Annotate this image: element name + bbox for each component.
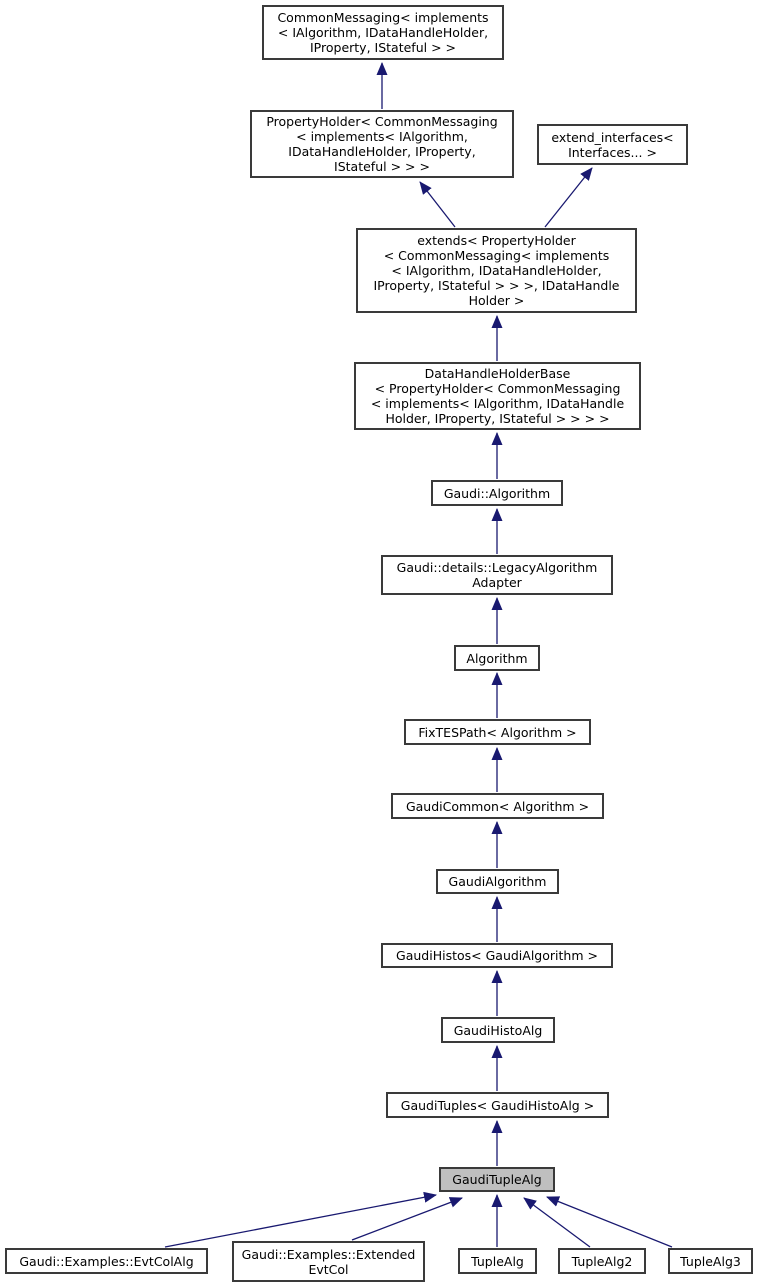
- edge-evt-col-alg-to-gaudi-tuple-alg: [164, 1191, 437, 1248]
- node-extend-interfaces[interactable]: extend_interfaces< Interfaces... >: [537, 124, 688, 165]
- node-evt-col-alg[interactable]: Gaudi::Examples::EvtColAlg: [5, 1248, 208, 1274]
- edge-tuple-alg3-to-gaudi-tuple-alg: [546, 1196, 673, 1248]
- node-gaudi-algorithm[interactable]: GaudiAlgorithm: [436, 869, 559, 894]
- edge-extended-evt-col-to-gaudi-tuple-alg: [351, 1197, 463, 1241]
- node-gaudi-histo-alg[interactable]: GaudiHistoAlg: [441, 1017, 555, 1043]
- edge-extends-to-property-holder: [419, 181, 456, 228]
- edge-tuple-alg2-to-gaudi-tuple-alg: [523, 1197, 591, 1248]
- node-gaudi-histos[interactable]: GaudiHistos< GaudiAlgorithm >: [381, 943, 613, 968]
- node-fix-tes-path[interactable]: FixTESPath< Algorithm >: [404, 719, 591, 745]
- node-data-handle-holder-base[interactable]: DataHandleHolderBase < PropertyHolder< C…: [354, 362, 641, 430]
- node-legacy-algorithm-adapter[interactable]: Gaudi::details::LegacyAlgorithm Adapter: [381, 555, 613, 595]
- node-common-messaging[interactable]: CommonMessaging< implements < IAlgorithm…: [262, 5, 504, 60]
- node-tuple-alg2[interactable]: TupleAlg2: [558, 1248, 646, 1274]
- node-extended-evt-col[interactable]: Gaudi::Examples::Extended EvtCol: [232, 1241, 425, 1282]
- node-gaudi-common[interactable]: GaudiCommon< Algorithm >: [391, 793, 604, 819]
- node-tuple-alg[interactable]: TupleAlg: [458, 1248, 537, 1274]
- edge-extends-to-extend-interfaces: [544, 167, 593, 228]
- node-gaudi-tuple-alg[interactable]: GaudiTupleAlg: [439, 1167, 555, 1192]
- node-gaudi-ns-algorithm[interactable]: Gaudi::Algorithm: [431, 480, 563, 506]
- node-gaudi-tuples[interactable]: GaudiTuples< GaudiHistoAlg >: [386, 1092, 609, 1118]
- node-tuple-alg3[interactable]: TupleAlg3: [668, 1248, 753, 1274]
- node-extends[interactable]: extends< PropertyHolder < CommonMessagin…: [356, 228, 637, 313]
- node-property-holder[interactable]: PropertyHolder< CommonMessaging < implem…: [250, 110, 514, 178]
- node-algorithm[interactable]: Algorithm: [454, 645, 540, 671]
